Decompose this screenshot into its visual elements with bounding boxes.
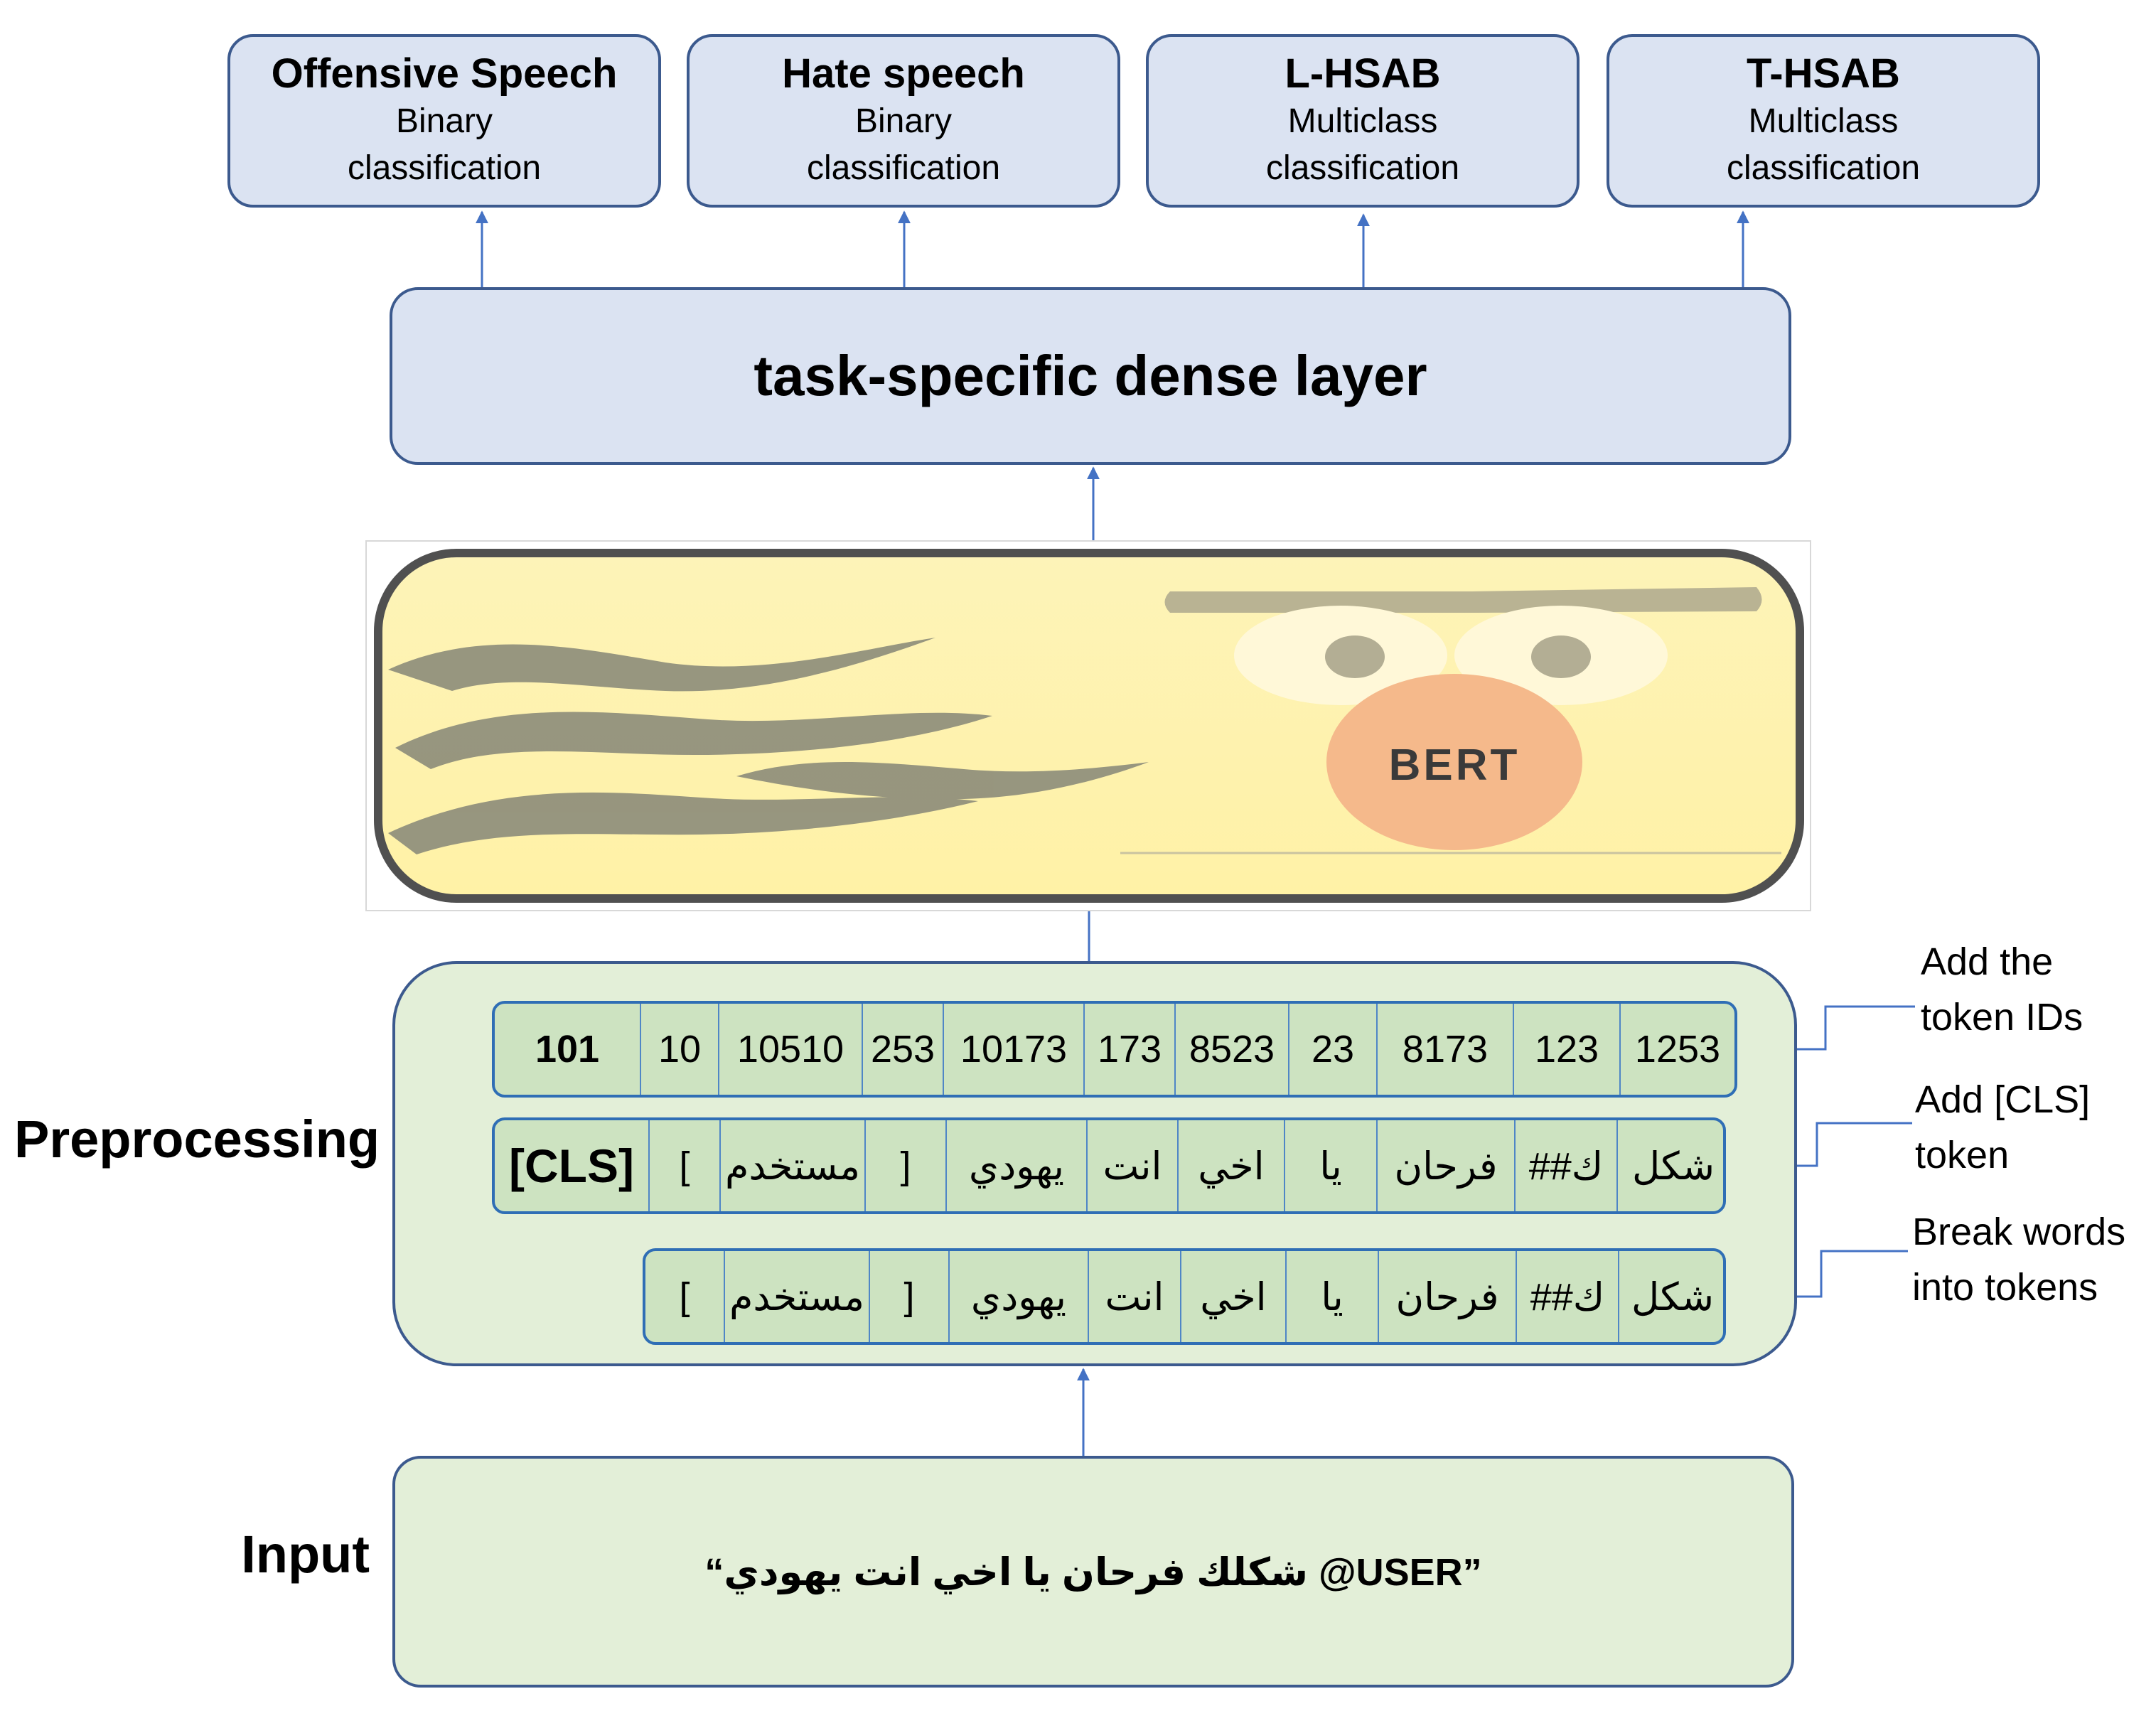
annotation-line: Break words — [1912, 1211, 2126, 1253]
input-box: ”USER@ شكلك فرحان يا اخي انت يهودي“ — [392, 1456, 1794, 1688]
token-cell: مستخدم — [721, 1120, 866, 1211]
annotation-line: token IDs — [1921, 996, 2083, 1039]
preprocessing-box: 101 10 10510 253 10173 173 8523 23 8173 … — [392, 961, 1797, 1366]
token-cell: [ — [645, 1251, 725, 1342]
token-id-cell: 8523 — [1176, 1004, 1289, 1095]
task-sub-line2: classification — [1726, 149, 1921, 187]
token-cell: ] — [866, 1120, 947, 1211]
bert-pupil-left — [1325, 635, 1385, 678]
task-sub-line2: classification — [1265, 149, 1460, 187]
task-l-hsab: L-HSAB Multiclass classification — [1146, 34, 1580, 208]
task-title: T-HSAB — [1747, 50, 1900, 97]
task-title: Hate speech — [782, 50, 1025, 97]
token-cell: شكل — [1632, 1144, 1715, 1188]
task-hate-speech: Hate speech Binary classification — [687, 34, 1120, 208]
token-cell: انت — [1088, 1120, 1179, 1211]
flame-decoration — [388, 638, 1149, 854]
token-cell: مستخدم — [725, 1251, 870, 1342]
token-cell: اخي — [1181, 1251, 1287, 1342]
dense-layer-label: task-specific dense layer — [753, 344, 1427, 407]
token-cell: ##ك — [1516, 1120, 1618, 1211]
task-sub-line2: classification — [806, 149, 1001, 187]
token-id-cell: 8173 — [1378, 1004, 1514, 1095]
token-cell: يا — [1287, 1251, 1379, 1342]
annotation-line: Add the — [1921, 940, 2054, 983]
token-cell: اخي — [1179, 1120, 1285, 1211]
input-text: ”USER@ شكلك فرحان يا اخي انت يهودي“ — [704, 1550, 1482, 1594]
bert-nose — [1326, 674, 1582, 850]
task-offensive-speech: Offensive Speech Binary classification — [227, 34, 661, 208]
annotation-break-words: Break words into tokens — [1912, 1204, 2125, 1315]
task-sub-line1: Multiclass — [1748, 102, 1899, 140]
cls-tokens-row: [CLS] [ مستخدم ] يهودي انت اخي يا فرحان … — [492, 1117, 1726, 1214]
token-id-cell: 123 — [1514, 1004, 1621, 1095]
token-ids-row: 101 10 10510 253 10173 173 8523 23 8173 … — [492, 1001, 1737, 1098]
token-id-cell: 101 — [495, 1004, 641, 1095]
token-cell: ##ك — [1517, 1251, 1619, 1342]
annotation-token-ids: Add the token IDs — [1921, 934, 2083, 1045]
token-cell: شكل — [1631, 1275, 1714, 1319]
token-cell: [ — [650, 1120, 721, 1211]
token-cell: فرحان — [1378, 1120, 1516, 1211]
bert-eyebrow — [1164, 587, 1762, 613]
token-cell: فرحان — [1379, 1251, 1517, 1342]
task-title: Offensive Speech — [271, 50, 618, 97]
dense-layer-box: task-specific dense layer — [390, 287, 1791, 465]
token-id-cell: 173 — [1085, 1004, 1176, 1095]
annotation-line: into tokens — [1912, 1266, 2098, 1309]
annotation-add-cls: Add [CLS] token — [1915, 1072, 2090, 1183]
token-id-cell: 253 — [863, 1004, 944, 1095]
token-cell: ] — [870, 1251, 950, 1342]
token-id-cell: 23 — [1289, 1004, 1378, 1095]
task-sub-line1: Binary — [854, 102, 953, 140]
task-sub-line2: classification — [347, 149, 542, 187]
token-cell: انت — [1089, 1251, 1181, 1342]
bert-label: BERT — [1389, 741, 1521, 790]
bert-pupil-right — [1531, 635, 1591, 678]
token-cell: يهودي — [947, 1120, 1088, 1211]
token-id-cell: 1253 — [1634, 1028, 1721, 1071]
token-cell: يهودي — [950, 1251, 1089, 1342]
word-tokens-row: [ مستخدم ] يهودي انت اخي يا فرحان ##ك شك… — [643, 1248, 1726, 1345]
cls-token-cell: [CLS] — [495, 1120, 650, 1211]
bert-model-image: BERT — [365, 540, 1811, 911]
token-id-cell: 10 — [641, 1004, 719, 1095]
annotation-line: Add [CLS] — [1915, 1078, 2091, 1121]
task-t-hsab: T-HSAB Multiclass classification — [1607, 34, 2040, 208]
token-id-cell: 10510 — [719, 1004, 863, 1095]
task-title: L-HSAB — [1285, 50, 1441, 97]
token-id-cell: 10173 — [944, 1004, 1085, 1095]
token-cell: يا — [1285, 1120, 1378, 1211]
annotation-line: token — [1915, 1134, 2010, 1176]
task-sub-line1: Multiclass — [1287, 102, 1438, 140]
input-label: Input — [241, 1525, 370, 1584]
task-sub-line1: Binary — [395, 102, 493, 140]
preprocessing-label: Preprocessing — [14, 1110, 380, 1169]
bert-illustration: BERT — [374, 549, 1804, 903]
